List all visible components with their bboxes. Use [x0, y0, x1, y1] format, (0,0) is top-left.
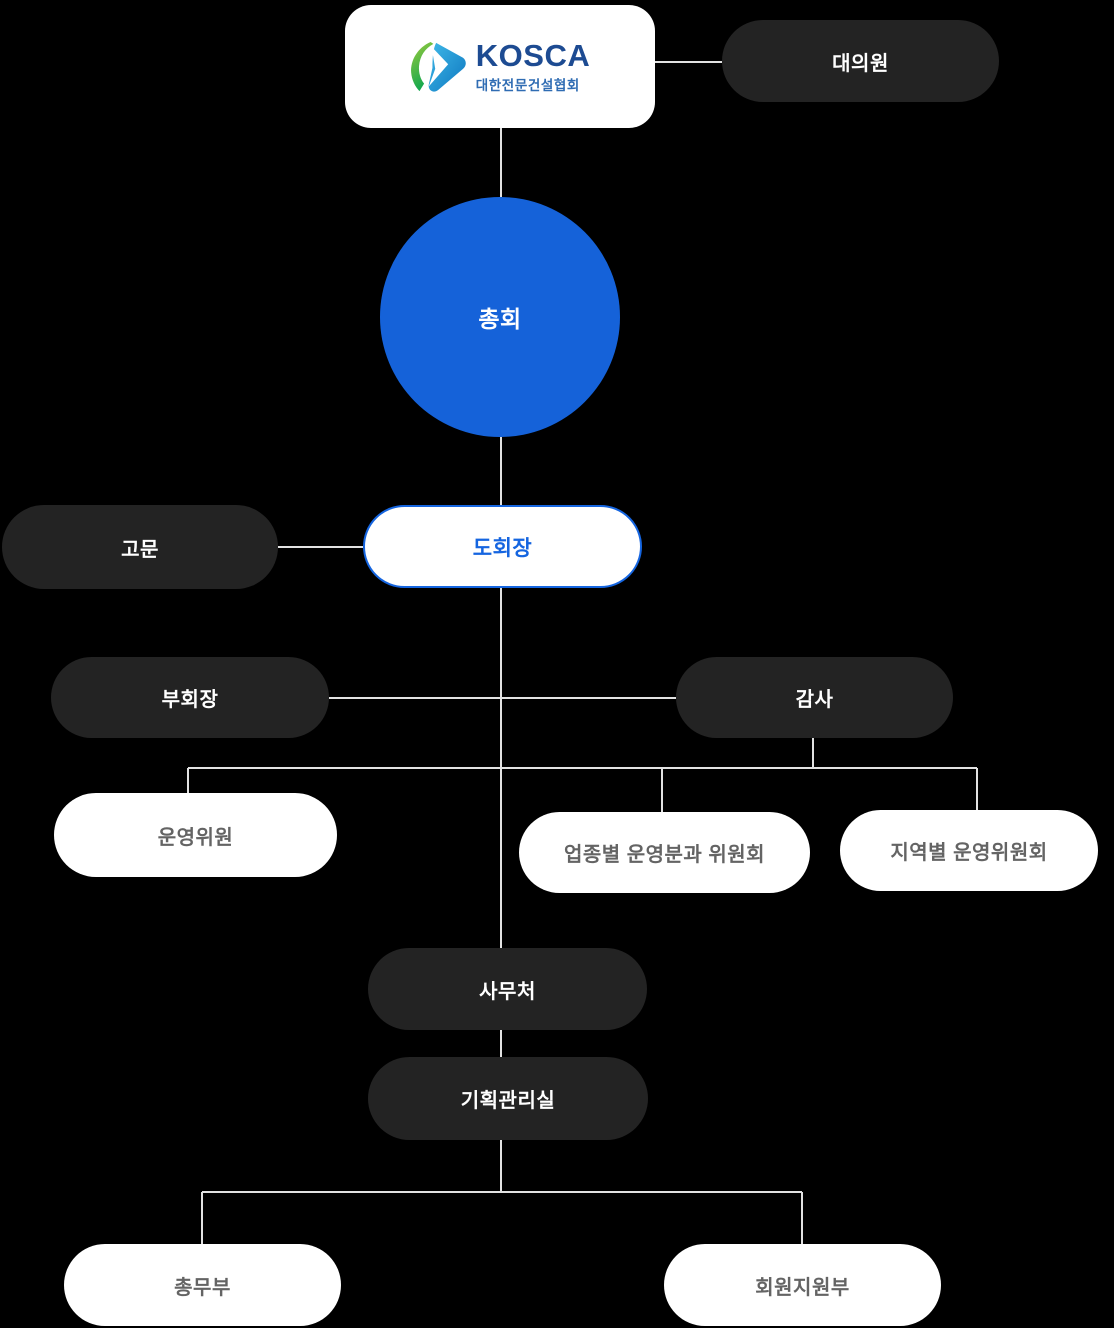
- node-chairman: 도회장: [363, 505, 642, 588]
- node-advisor: 고문: [2, 505, 278, 589]
- node-steering-committee: 운영위원: [54, 793, 337, 877]
- node-general-affairs-dept: 총무부: [64, 1244, 341, 1326]
- node-auditor: 감사: [676, 657, 953, 738]
- logo-org-name: 대한전문건설협회: [475, 77, 580, 93]
- node-secretariat: 사무처: [368, 948, 647, 1030]
- node-general-assembly: 총회: [380, 197, 620, 437]
- node-member-support-dept: 회원지원부: [664, 1244, 941, 1326]
- node-planning-office: 기획관리실: [368, 1057, 648, 1140]
- kosca-logo-icon: [410, 41, 466, 92]
- node-regional-committees: 지역별 운영위원회: [840, 810, 1098, 891]
- logo-acronym: KOSCA: [475, 37, 591, 73]
- node-vice-chairman: 부회장: [51, 657, 329, 738]
- node-sector-subcommittees: 업종별 운영분과 위원회: [519, 812, 810, 893]
- node-delegate: 대의원: [722, 20, 999, 102]
- kosca-logo: KOSCA 대한전문건설협회: [410, 40, 590, 94]
- kosca-logo-card: KOSCA 대한전문건설협회: [345, 5, 655, 128]
